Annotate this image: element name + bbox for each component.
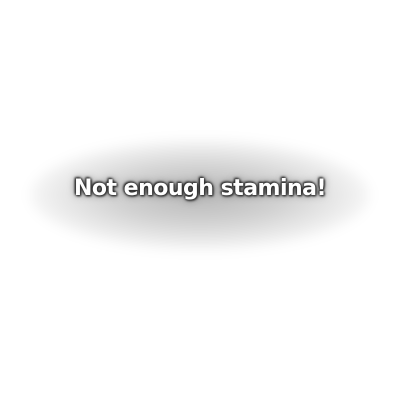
message-glow-shadow [30, 140, 370, 250]
not-enough-stamina-message: Not enough stamina! [73, 176, 327, 201]
